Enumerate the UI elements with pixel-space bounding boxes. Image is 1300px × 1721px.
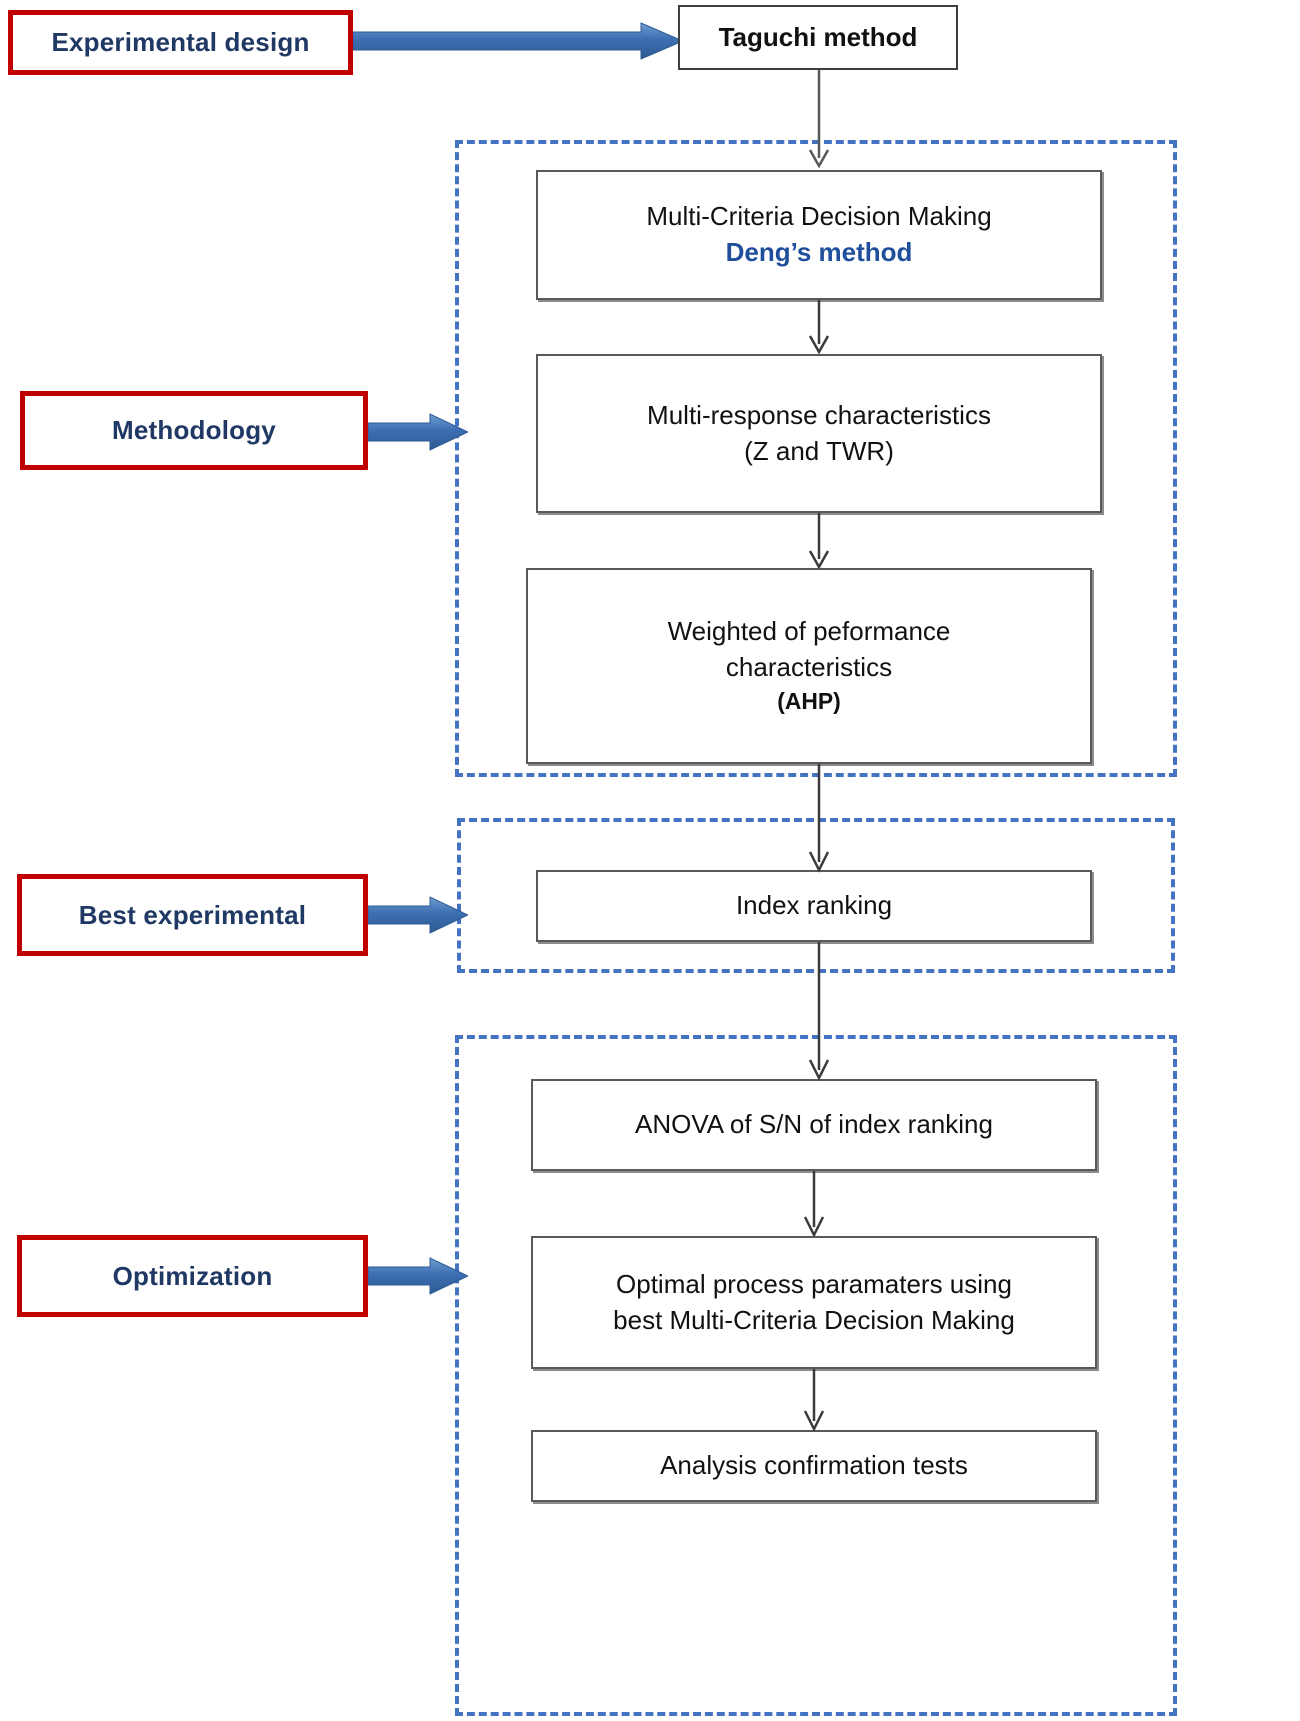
stage-label-methodology[interactable]: Methodology <box>20 391 368 470</box>
blue-arrow-to-taguchi <box>353 21 683 61</box>
node-line-1: Multi-Criteria Decision Making <box>646 201 992 232</box>
node-line-2: Deng’s method <box>725 237 913 267</box>
node-line-1: Weighted of peformance <box>667 616 951 647</box>
node-mcdm[interactable]: Multi-Criteria Decision Making Deng’s me… <box>536 170 1102 300</box>
node-line-2: best Multi-Criteria Decision Making <box>613 1304 1015 1335</box>
node-line: Taguchi method <box>718 21 918 52</box>
flow-arrow-weighted-to-index-ranking <box>806 764 832 874</box>
node-line-2: (Z and TWR) <box>744 435 894 466</box>
flow-arrow-multiresponse-to-weighted <box>806 513 832 571</box>
node-line-1: Multi-response characteristics <box>647 399 991 430</box>
stage-label-text: Best experimental <box>78 899 307 930</box>
blue-arrow-to-best-group <box>368 894 468 936</box>
stage-label-experimental-design[interactable]: Experimental design <box>8 10 353 75</box>
node-weighted-performance-characteristics[interactable]: Weighted of peformance characteristics (… <box>526 568 1092 764</box>
flow-arrow-anova-to-optimal <box>801 1171 827 1239</box>
node-index-ranking[interactable]: Index ranking <box>536 870 1092 942</box>
node-line-1: Index ranking <box>735 890 893 921</box>
flow-arrow-mcdm-to-multiresponse <box>806 300 832 356</box>
node-line-1: Analysis confirmation tests <box>660 1450 968 1481</box>
node-anova-sn-index-ranking[interactable]: ANOVA of S/N of index ranking <box>531 1079 1097 1171</box>
node-optimal-process-parameters[interactable]: Optimal process paramaters using best Mu… <box>531 1236 1097 1369</box>
flow-arrow-taguchi-to-mcdm <box>806 70 832 170</box>
stage-label-optimization[interactable]: Optimization <box>17 1235 368 1317</box>
node-analysis-confirmation-tests[interactable]: Analysis confirmation tests <box>531 1430 1097 1502</box>
blue-arrow-to-optimization-group <box>368 1255 468 1297</box>
node-taguchi-method[interactable]: Taguchi method <box>678 5 958 70</box>
node-line-1: ANOVA of S/N of index ranking <box>635 1109 993 1140</box>
node-multi-response-characteristics[interactable]: Multi-response characteristics (Z and TW… <box>536 354 1102 513</box>
stage-label-text: Optimization <box>112 1260 273 1291</box>
node-line-1: Optimal process paramaters using <box>616 1268 1012 1299</box>
stage-label-text: Experimental design <box>51 27 310 58</box>
stage-label-best-experimental[interactable]: Best experimental <box>17 874 368 956</box>
node-line-3: (AHP) <box>777 688 841 715</box>
blue-arrow-to-methodology-group <box>368 411 468 453</box>
stage-label-text: Methodology <box>112 415 276 446</box>
node-line-2: characteristics <box>725 652 893 683</box>
flow-arrow-index-ranking-to-anova <box>806 942 832 1082</box>
flow-arrow-optimal-to-confirmation <box>801 1369 827 1433</box>
